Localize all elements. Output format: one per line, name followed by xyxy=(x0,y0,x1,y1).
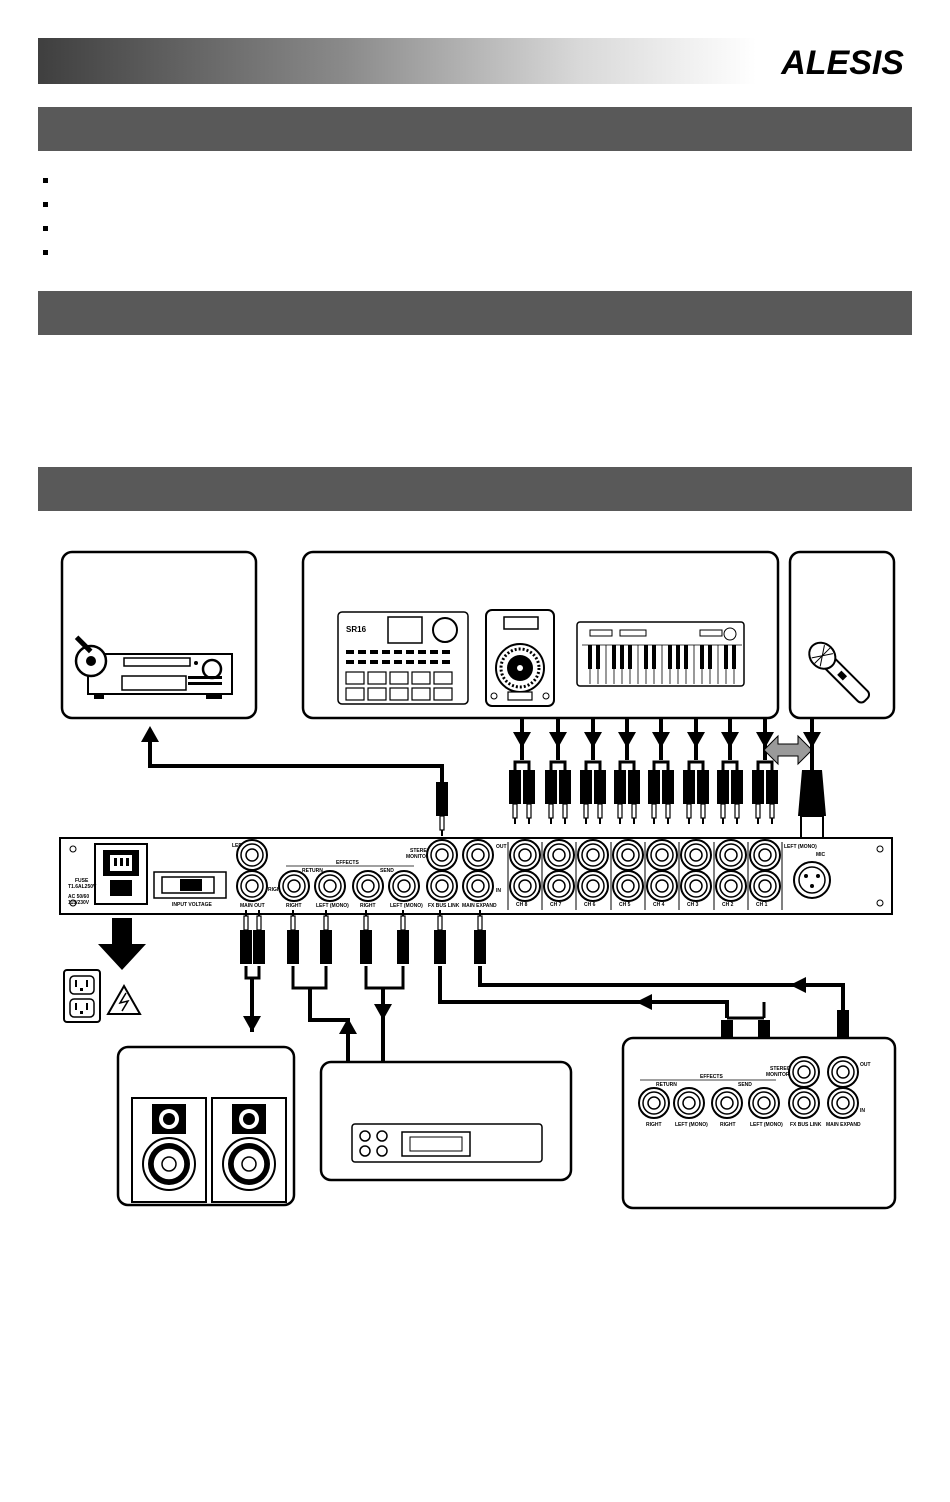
drum-machine: SR16 xyxy=(337,611,469,705)
in-label: IN xyxy=(496,888,501,894)
stereo-label: STEREO xyxy=(410,848,431,854)
bullet xyxy=(43,226,48,231)
input-voltage-label: INPUT VOLTAGE xyxy=(172,902,212,908)
ch5-label: CH 5 xyxy=(619,902,631,908)
fx-bus-link-label: FX BUS LINK xyxy=(428,903,460,909)
cd-recorder-box xyxy=(60,550,258,720)
ch7-label: CH 7 xyxy=(550,902,562,908)
return-label: RETURN xyxy=(302,868,323,874)
ch2-label: CH 2 xyxy=(722,902,734,908)
ac-voltage: 115/230V xyxy=(68,900,90,906)
down-arrow-icon xyxy=(98,918,146,970)
bullet xyxy=(43,202,48,207)
brand-logo-text: ALESIS xyxy=(780,44,904,78)
bullet xyxy=(43,250,48,255)
section-bar-3 xyxy=(38,467,912,511)
expansion-mixer-box: EFFECTS RETURN SEND RIGHT LEFT (MONO) RI… xyxy=(621,1036,897,1210)
exp-send-label: SEND xyxy=(738,1082,752,1088)
effects-label: EFFECTS xyxy=(336,860,359,866)
connection-diagram: SR16 xyxy=(59,550,897,1210)
exp-stereo-label: STEREO xyxy=(770,1066,791,1072)
send-right-label: RIGHT xyxy=(360,903,376,909)
mixer-rear-panel: FUSE T1.6AL250V AC 50/60 115/230V INPUT … xyxy=(59,837,893,915)
exp-main-expand: MAIN EXPAND xyxy=(826,1122,861,1128)
exp-send-right: RIGHT xyxy=(720,1122,736,1128)
ch4-label: CH 4 xyxy=(653,902,665,908)
exp-monitor-label: MONITOR xyxy=(766,1072,790,1078)
drum-machine-label: SR16 xyxy=(346,625,367,634)
keyboard-controller xyxy=(576,621,745,687)
exp-return-left: LEFT (MONO) xyxy=(675,1122,708,1128)
main-out-left-label: LEFT xyxy=(232,843,245,849)
ch3-label: CH 3 xyxy=(687,902,699,908)
main-out-label: MAIN OUT xyxy=(240,903,265,909)
out-label: OUT xyxy=(496,844,507,850)
instruments-box: SR16 xyxy=(301,550,780,720)
ac-label: AC 50/60 xyxy=(68,894,89,900)
mic-label: MIC xyxy=(816,852,826,858)
fuse-rating: T1.6AL250V xyxy=(68,884,97,890)
send-left-label: LEFT (MONO) xyxy=(390,903,423,909)
ch1-left-mono-label: LEFT (MONO) xyxy=(784,844,817,850)
exp-in-label: IN xyxy=(860,1108,865,1114)
alesis-logo: ALESIS xyxy=(780,44,904,78)
section-bar-1 xyxy=(38,107,912,151)
bullet-list xyxy=(43,178,48,274)
ch6-label: CH 6 xyxy=(584,902,596,908)
ch1-label: CH 1 xyxy=(756,902,768,908)
effects-processor-box xyxy=(319,1060,573,1182)
exp-send-left: LEFT (MONO) xyxy=(750,1122,783,1128)
send-label: SEND xyxy=(380,868,394,874)
section-bar-2 xyxy=(38,291,912,335)
warning-icon xyxy=(106,983,142,1015)
double-arrow-icon xyxy=(763,734,813,766)
ch8-label: CH 8 xyxy=(516,902,528,908)
dj-cd-player xyxy=(485,609,555,707)
exp-effects-label: EFFECTS xyxy=(700,1074,723,1080)
monitor-label: MONITOR xyxy=(406,854,430,860)
speakers-box xyxy=(116,1045,296,1207)
header-banner: ALESIS xyxy=(38,38,914,84)
main-expand-label: MAIN EXPAND xyxy=(462,903,497,909)
exp-fx-bus-link: FX BUS LINK xyxy=(790,1122,822,1128)
power-outlet-icon xyxy=(63,969,101,1023)
main-out-right-label: RIGHT xyxy=(268,887,284,893)
bullet xyxy=(43,178,48,183)
return-left-label: LEFT (MONO) xyxy=(316,903,349,909)
fuse-label: FUSE xyxy=(75,878,89,884)
exp-out-label: OUT xyxy=(860,1062,871,1068)
exp-return-label: RETURN xyxy=(656,1082,677,1088)
exp-return-right: RIGHT xyxy=(646,1122,662,1128)
microphone-box xyxy=(788,550,896,720)
return-right-label: RIGHT xyxy=(286,903,302,909)
